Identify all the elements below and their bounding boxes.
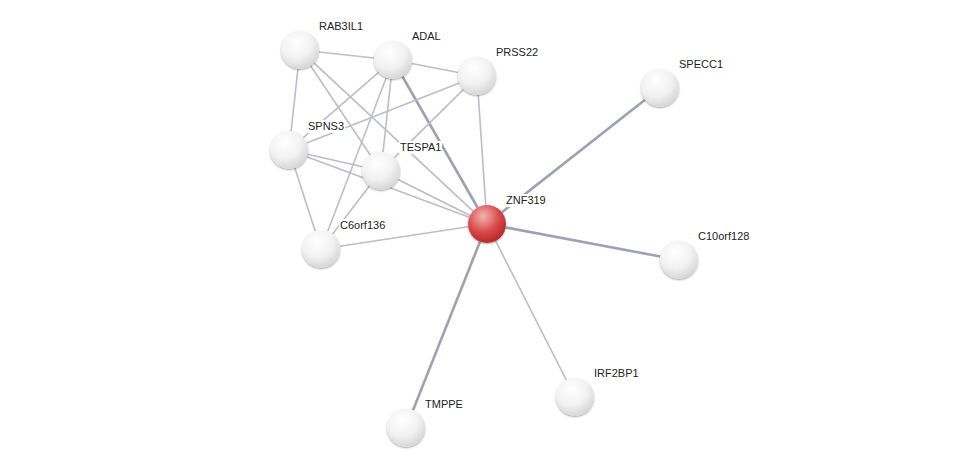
interaction-line	[398, 179, 470, 215]
interaction-line	[478, 95, 485, 205]
protein-node: SPECC1	[641, 69, 679, 107]
protein-label: ZNF319	[505, 194, 547, 207]
interaction-line	[291, 69, 298, 131]
protein-node: C6orf136	[302, 230, 340, 268]
protein-label: IRF2BP1	[593, 367, 640, 380]
interaction-line	[502, 100, 645, 213]
protein-label: PRSS22	[495, 46, 539, 59]
interaction-line	[413, 242, 480, 411]
interaction-line	[319, 52, 374, 58]
protein-label: RAB3IL1	[318, 20, 364, 33]
interaction-line	[383, 79, 391, 152]
protein-node: SPNS3	[270, 131, 308, 169]
protein-label: C10orf128	[697, 230, 750, 243]
protein-label: SPECC1	[678, 58, 724, 71]
interaction-line	[506, 228, 661, 257]
protein-node: PRSS22	[458, 57, 496, 95]
protein-node: C10orf128	[660, 241, 698, 279]
interaction-line	[295, 168, 315, 231]
protein-node: TMPPE	[387, 409, 425, 447]
protein-node: ZNF319	[468, 205, 506, 243]
protein-node: IRF2BP1	[556, 378, 594, 416]
protein-node: TESPA1	[362, 152, 400, 190]
protein-node: RAB3IL1	[281, 31, 319, 69]
interaction-line	[395, 89, 464, 157]
protein-node: ADAL	[374, 41, 412, 79]
interaction-line	[308, 154, 363, 167]
interaction-line	[307, 83, 460, 143]
protein-label: ADAL	[411, 30, 442, 43]
interaction-line	[496, 241, 567, 380]
protein-label: C6orf136	[339, 219, 386, 232]
protein-label: TESPA1	[399, 141, 442, 154]
interaction-line	[412, 64, 459, 73]
protein-label: SPNS3	[307, 120, 345, 133]
protein-label: TMPPE	[424, 398, 464, 411]
